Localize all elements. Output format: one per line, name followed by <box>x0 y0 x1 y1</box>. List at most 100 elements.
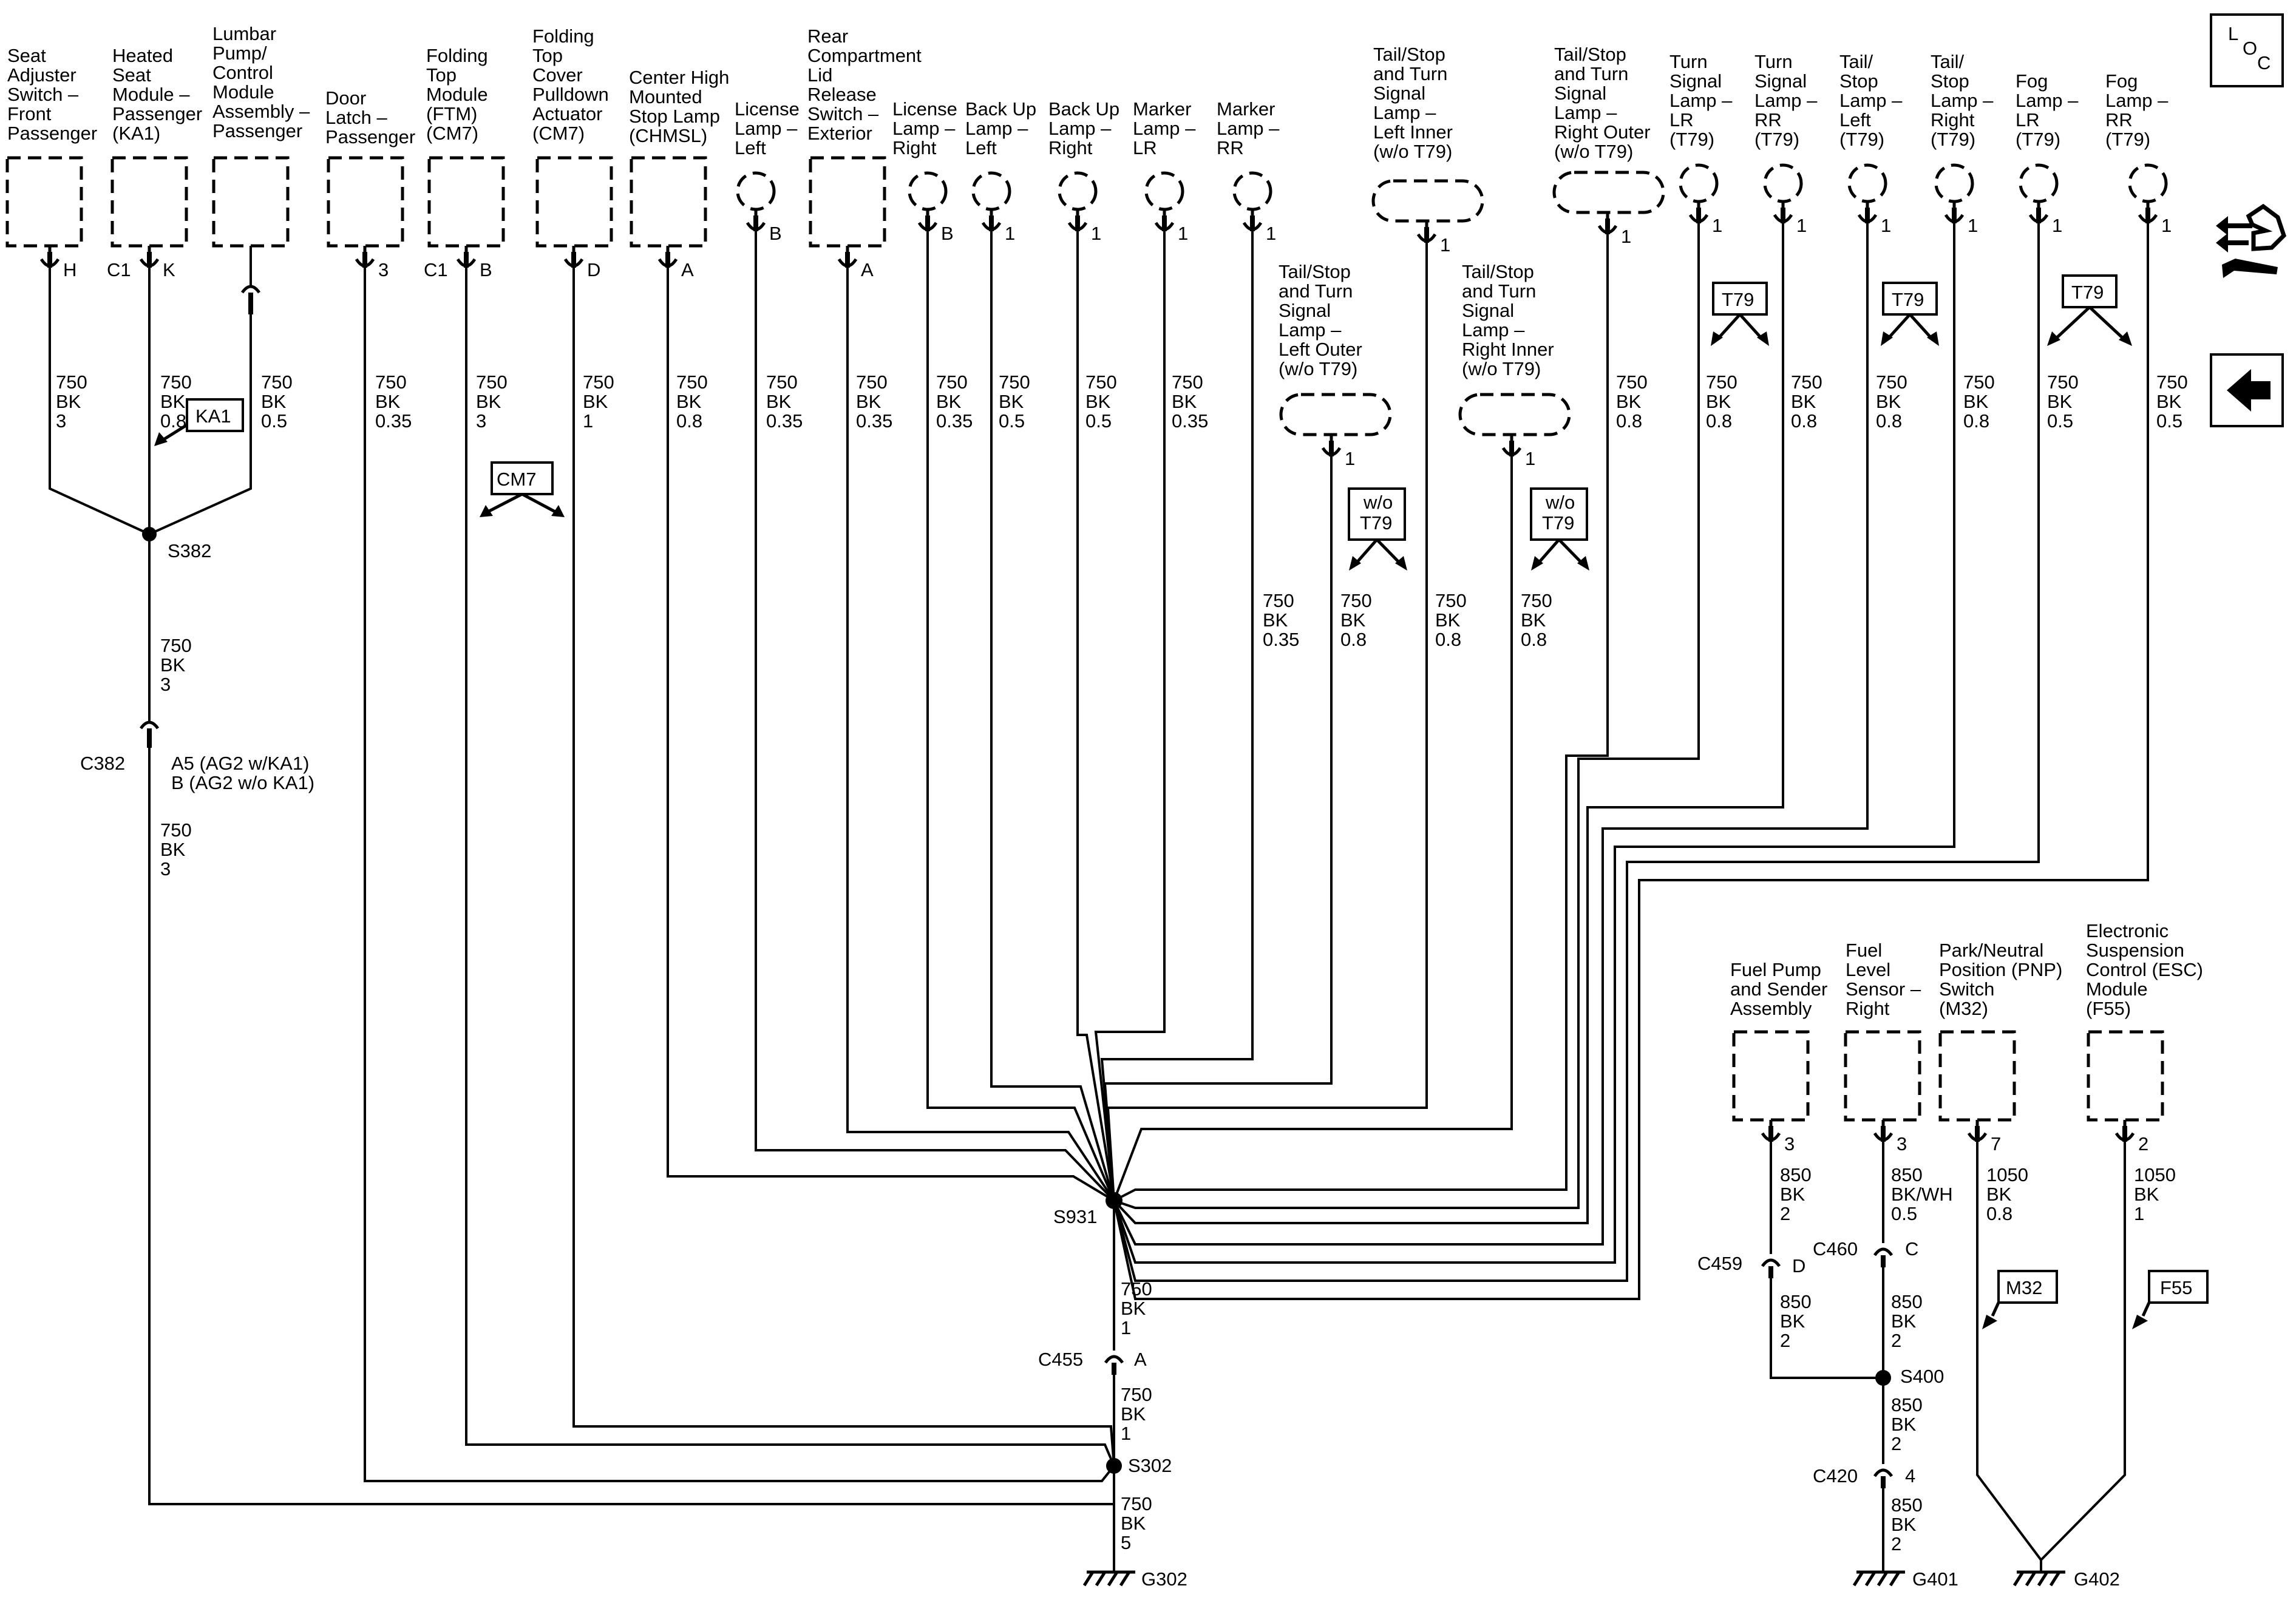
tag-t79-fog: T79 <box>2047 274 2132 346</box>
tag-wo-t79-right: w/o T79 <box>1530 487 1589 571</box>
connector-c460: C460 C <box>1813 1238 1918 1267</box>
svg-text:T79: T79 <box>1892 289 1924 310</box>
wire-turn-rr <box>1113 212 1784 1224</box>
pin-label: A <box>681 259 694 280</box>
svg-text:w/o: w/o <box>1363 492 1393 513</box>
pin-label: B <box>480 259 492 280</box>
wire-backup-right <box>1076 222 1115 1201</box>
svg-text:C460: C460 <box>1813 1238 1858 1259</box>
wire-rear-lid-switch <box>846 267 1115 1202</box>
svg-text:M32: M32 <box>2006 1277 2042 1298</box>
wire-license-left <box>755 222 1115 1202</box>
component-box-heated-seat-module <box>110 156 188 248</box>
pin-label: 1 <box>1621 226 1631 247</box>
wire-marker-rr <box>1100 222 1254 1201</box>
wire-backup-left <box>990 222 1115 1201</box>
pin-label: 1 <box>1525 448 1535 469</box>
svg-text:w/o: w/o <box>1545 492 1575 513</box>
pin-terminal <box>1605 219 1610 234</box>
svg-text:G302: G302 <box>1141 1568 1187 1590</box>
wire-tail-left-inner <box>1106 242 1428 1201</box>
component-box-door-latch <box>327 156 404 248</box>
component-box-folding-top-module <box>427 156 505 248</box>
splice-label-s400: S400 <box>1900 1366 1944 1387</box>
connector-c382: C382 A5 (AG2 w/KA1) B (AG2 w/o KA1) <box>80 720 314 793</box>
wire-fog-lr <box>1113 212 2040 1282</box>
svg-text:CM7: CM7 <box>497 469 536 490</box>
loc-letter-c: C <box>2257 52 2271 73</box>
tag-wo-t79-left: w/o T79 <box>1348 487 1407 571</box>
splice-label-s302: S302 <box>1128 1455 1172 1476</box>
pin-label: C1 <box>424 259 448 280</box>
lamp-symbol-turn-rr <box>1763 163 1803 203</box>
connector-c455: C455 A <box>1038 1349 1147 1375</box>
pin-label: 1 <box>1440 234 1450 256</box>
ground-g402: G402 <box>2012 1568 2120 1590</box>
connector-lumbar-inline <box>240 285 261 314</box>
component-box-fuel-pump <box>1732 1030 1810 1122</box>
left-arrow-icon <box>2227 369 2271 412</box>
wire-license-right <box>926 222 1115 1201</box>
pin-label: 1 <box>1345 448 1355 469</box>
pin-terminal <box>1424 227 1429 243</box>
loc-button[interactable]: L O C <box>2210 13 2284 87</box>
svg-text:C455: C455 <box>1038 1349 1083 1370</box>
pin-label: C1 <box>107 259 131 280</box>
svg-text:4: 4 <box>1905 1465 1915 1486</box>
pin-label: 3 <box>378 259 389 280</box>
connector-end-view-icon[interactable] <box>2216 203 2287 278</box>
pin-label: 1 <box>1968 215 1978 236</box>
pin-terminal <box>1509 441 1514 456</box>
pin-label: B <box>769 223 782 244</box>
wire-fuel-pump <box>1770 1141 1883 1379</box>
component-box-chmsl <box>630 156 707 248</box>
svg-text:T79: T79 <box>1360 512 1392 534</box>
wire-fog-rr <box>1113 212 2149 1300</box>
component-symbols <box>5 156 2168 1122</box>
svg-text:T79: T79 <box>2071 282 2104 303</box>
lamp-symbol-fog-lr <box>2019 163 2059 203</box>
svg-text:C459: C459 <box>1697 1253 1742 1274</box>
lamp-symbol-license-right <box>908 171 948 211</box>
component-box-folding-top-actuator <box>535 156 613 248</box>
lamp-symbol-tail-stop-right <box>1934 163 1974 203</box>
svg-text:A: A <box>1134 1349 1147 1370</box>
wire-lumbar <box>149 246 252 535</box>
component-box-esc-module <box>2087 1030 2164 1122</box>
tag-ka1: KA1 <box>154 398 244 446</box>
connector-c459: C459 D <box>1697 1253 1805 1278</box>
pin-terminal <box>1329 441 1334 456</box>
wire-tail-stop-left <box>1113 212 1869 1246</box>
back-arrow-button[interactable] <box>2210 353 2284 427</box>
pin-terminal <box>571 252 576 268</box>
pin-terminal <box>2122 1126 2127 1142</box>
